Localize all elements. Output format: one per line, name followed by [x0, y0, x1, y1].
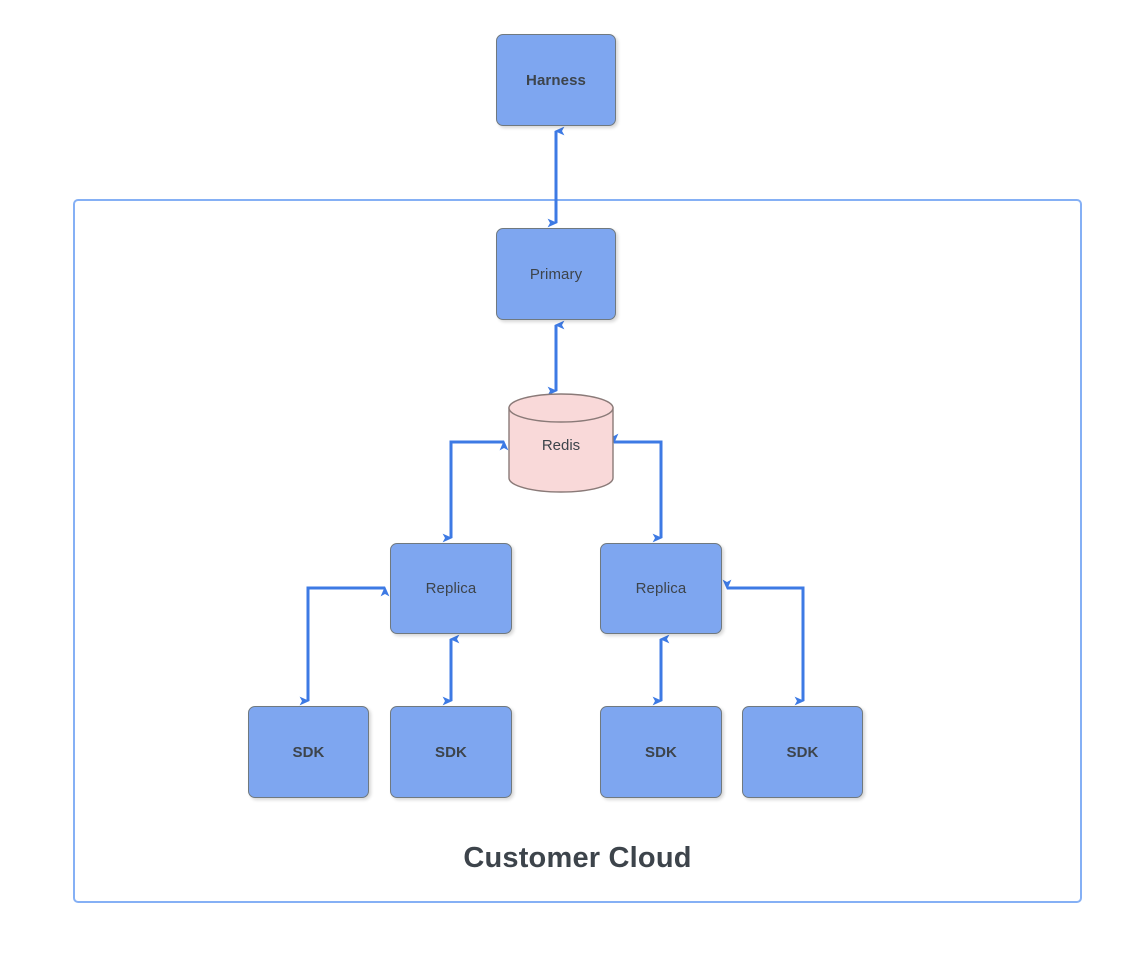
node-sdk-4-label: SDK [786, 743, 819, 761]
node-sdk-1-label: SDK [292, 743, 325, 761]
node-primary[interactable]: Primary [496, 228, 616, 320]
node-replica-right[interactable]: Replica [600, 543, 722, 634]
node-replica-left-label: Replica [425, 580, 477, 597]
node-redis[interactable] [505, 392, 617, 494]
node-sdk-4[interactable]: SDK [742, 706, 863, 798]
node-harness[interactable]: Harness [496, 34, 616, 126]
node-sdk-3[interactable]: SDK [600, 706, 722, 798]
connector-replica-right-sdk-4[interactable] [722, 579, 805, 706]
node-harness-label: Harness [526, 71, 586, 89]
connector-replica-left-sdk-1[interactable] [299, 586, 390, 706]
customer-cloud-title: Customer Cloud [463, 842, 692, 874]
node-primary-label: Primary [529, 265, 583, 283]
connector-redis-replica-left[interactable] [442, 440, 509, 543]
customer-cloud-boundary[interactable] [73, 199, 1082, 903]
node-sdk-3-label: SDK [645, 743, 677, 761]
node-redis-label: Redis [541, 437, 581, 454]
node-sdk-2[interactable]: SDK [390, 706, 512, 798]
node-replica-left[interactable]: Replica [390, 543, 512, 634]
connector-redis-replica-right[interactable] [609, 433, 663, 543]
node-sdk-1[interactable]: SDK [248, 706, 369, 798]
node-replica-right-label: Replica [635, 580, 687, 597]
node-sdk-2-label: SDK [435, 743, 467, 761]
